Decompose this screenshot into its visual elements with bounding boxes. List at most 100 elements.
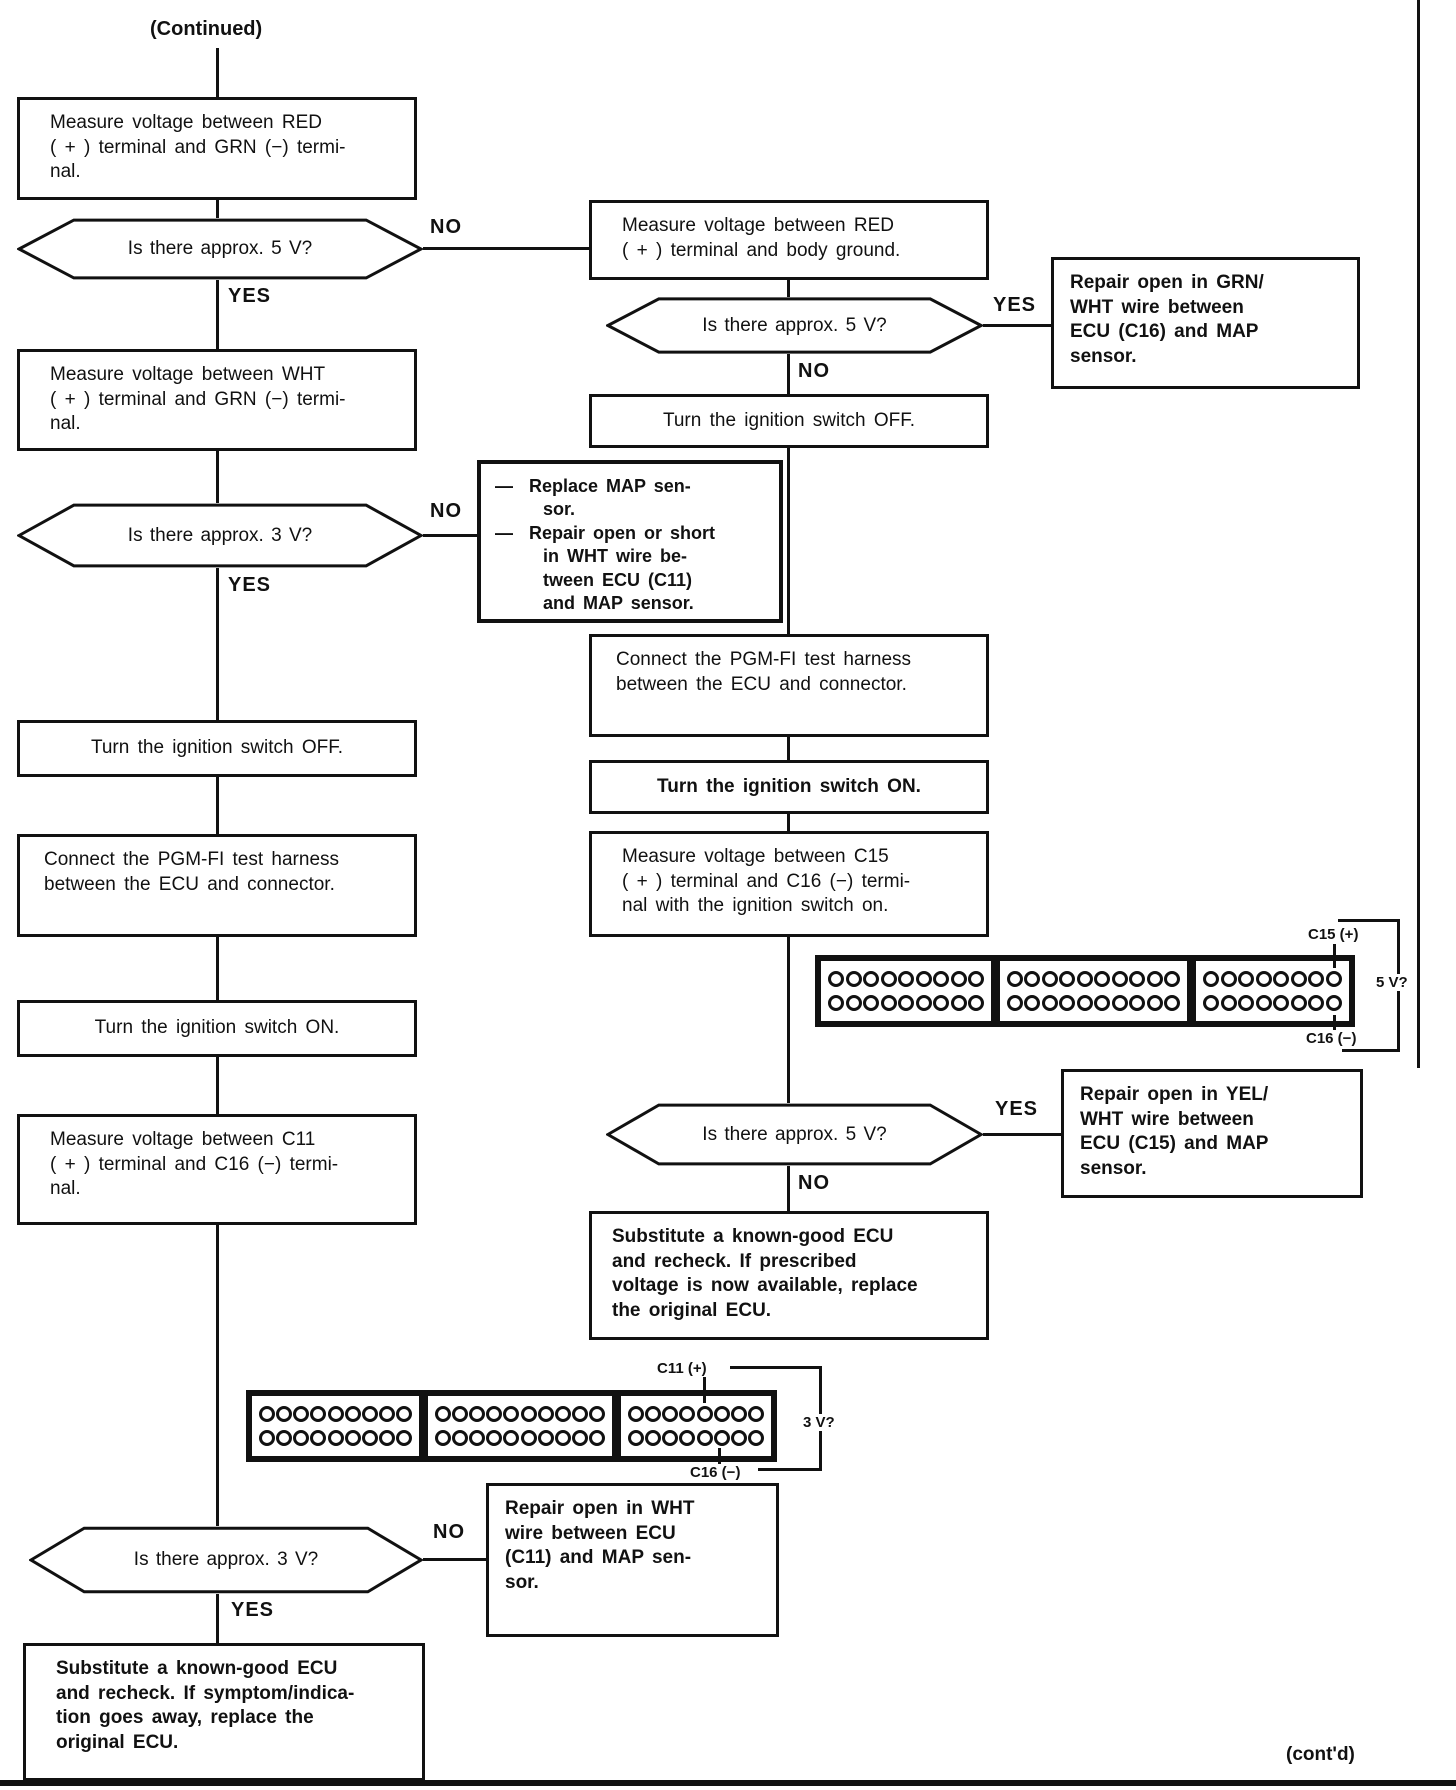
connector-pin: [1238, 971, 1255, 987]
process-measure-wht-grn: Measure voltage between WHT ( + ) termin…: [17, 349, 417, 451]
connector-pin: [880, 971, 897, 987]
hexagon-shape: [606, 297, 983, 354]
flow-line: [216, 48, 219, 97]
connector-pin: [571, 1430, 588, 1446]
connector-pin: [1007, 995, 1023, 1011]
page-title: (Continued): [150, 18, 263, 40]
connector-pin: [1111, 995, 1128, 1011]
flow-line: [787, 737, 790, 760]
connector-pin: [679, 1406, 696, 1422]
decision-label: Is there approx. 3 V?: [127, 524, 313, 546]
action-replace-map-or-repair: — Replace MAP sen- sor. — Repair open or…: [477, 460, 783, 623]
connector-pin: [645, 1406, 662, 1422]
connector-pin: [554, 1406, 571, 1422]
bracket-line: [730, 1366, 822, 1369]
connector-pin: [469, 1406, 486, 1422]
connector-pin: [898, 971, 914, 987]
connector-pin: [1238, 995, 1255, 1011]
connector-pin: [571, 1406, 588, 1422]
decision-approx-5v-2: Is there approx. 5 V?: [606, 297, 983, 354]
connector-pin: [588, 1430, 605, 1446]
connector-pin: [933, 971, 949, 987]
connector-pin: [1094, 995, 1111, 1011]
connector-pin: [679, 1430, 696, 1446]
hexagon-shape: [29, 1526, 423, 1594]
connector-pin: [1129, 995, 1146, 1011]
connector-pin: [327, 1430, 344, 1446]
pin-label-c11-plus: C11 (+): [655, 1360, 709, 1377]
decision-label: Is there approx. 5 V?: [702, 314, 887, 336]
process-ignition-on-left: Turn the ignition switch ON.: [17, 1000, 417, 1057]
connector-pin: [730, 1406, 747, 1422]
connector-pin: [845, 995, 862, 1011]
connector-pin: [588, 1406, 605, 1422]
flow-line: [787, 814, 790, 831]
connector-pin: [259, 1430, 275, 1446]
flow-line: [216, 1057, 219, 1114]
connector-pin: [696, 1430, 713, 1446]
connector-pin: [696, 1406, 713, 1422]
connector-pin: [554, 1430, 571, 1446]
voltage-label-3v: 3 V?: [801, 1414, 837, 1431]
voltage-label-5v: 5 V?: [1374, 974, 1410, 991]
connector-pin: [435, 1406, 451, 1422]
connector-pin: [327, 1406, 344, 1422]
connector-pin: [310, 1406, 327, 1422]
flow-line: [216, 937, 219, 1000]
connector-pin: [1024, 995, 1041, 1011]
connector-pin: [713, 1430, 730, 1446]
connector-pin: [1273, 995, 1290, 1011]
connector-pin: [361, 1406, 378, 1422]
branch-label-yes: YES: [228, 574, 272, 596]
decision-label: Is there approx. 5 V?: [702, 1123, 887, 1145]
branch-label-yes: YES: [231, 1599, 275, 1621]
connector-segment: [1196, 961, 1349, 1021]
connector-segment: [1000, 961, 1188, 1021]
connector-pin: [1164, 971, 1181, 987]
page-right-border: [1417, 0, 1420, 1068]
connector-pin: [293, 1430, 310, 1446]
branch-label-no: NO: [430, 216, 462, 238]
connector-pin: [310, 1430, 327, 1446]
connector-segment: [428, 1396, 612, 1456]
connector-pin: [828, 971, 844, 987]
connector-pin: [520, 1406, 537, 1422]
connector-pin: [1111, 971, 1128, 987]
action-repair-yel-wht: Repair open in YEL/ WHT wire between ECU…: [1061, 1069, 1363, 1198]
pin-label-c16-minus-upper: C16 (−): [1304, 1030, 1359, 1047]
pin-label-c15-plus: C15 (+): [1306, 926, 1361, 943]
connector-pin: [344, 1430, 361, 1446]
connector-pin: [950, 995, 967, 1011]
connector-segment: [621, 1396, 771, 1456]
connector-pin: [1290, 971, 1307, 987]
process-connect-harness-left: Connect the PGM-FI test harness between …: [17, 834, 417, 937]
connector-pin: [968, 995, 984, 1011]
connector-pin: [1146, 971, 1163, 987]
branch-label-yes: YES: [993, 294, 1037, 316]
connector-pin: [1129, 971, 1146, 987]
connector-pin: [662, 1406, 679, 1422]
flow-line: [216, 777, 219, 834]
flow-line: [216, 451, 219, 503]
flow-line: [216, 1225, 219, 1526]
flow-line: [983, 1133, 1061, 1136]
connector-segment: [821, 961, 991, 1021]
connector-pin: [915, 995, 932, 1011]
branch-label-no: NO: [433, 1521, 465, 1543]
process-measure-c11-c16: Measure voltage between C11 ( + ) termin…: [17, 1114, 417, 1225]
pin-pointer-line: [718, 1448, 721, 1464]
bracket-line: [1342, 1049, 1400, 1052]
bracket-line: [1338, 919, 1400, 922]
connector-pin: [520, 1430, 537, 1446]
connector-pin: [1146, 995, 1163, 1011]
connector-pin: [1255, 995, 1272, 1011]
connector-pin: [396, 1430, 412, 1446]
connector-pin: [1041, 995, 1058, 1011]
connector-pin: [933, 995, 949, 1011]
connector-pin: [435, 1430, 451, 1446]
connector-pin: [378, 1430, 395, 1446]
connector-pin: [1308, 971, 1325, 987]
connector-pin: [1059, 971, 1076, 987]
connector-pin: [452, 1430, 469, 1446]
connector-pin: [344, 1406, 361, 1422]
